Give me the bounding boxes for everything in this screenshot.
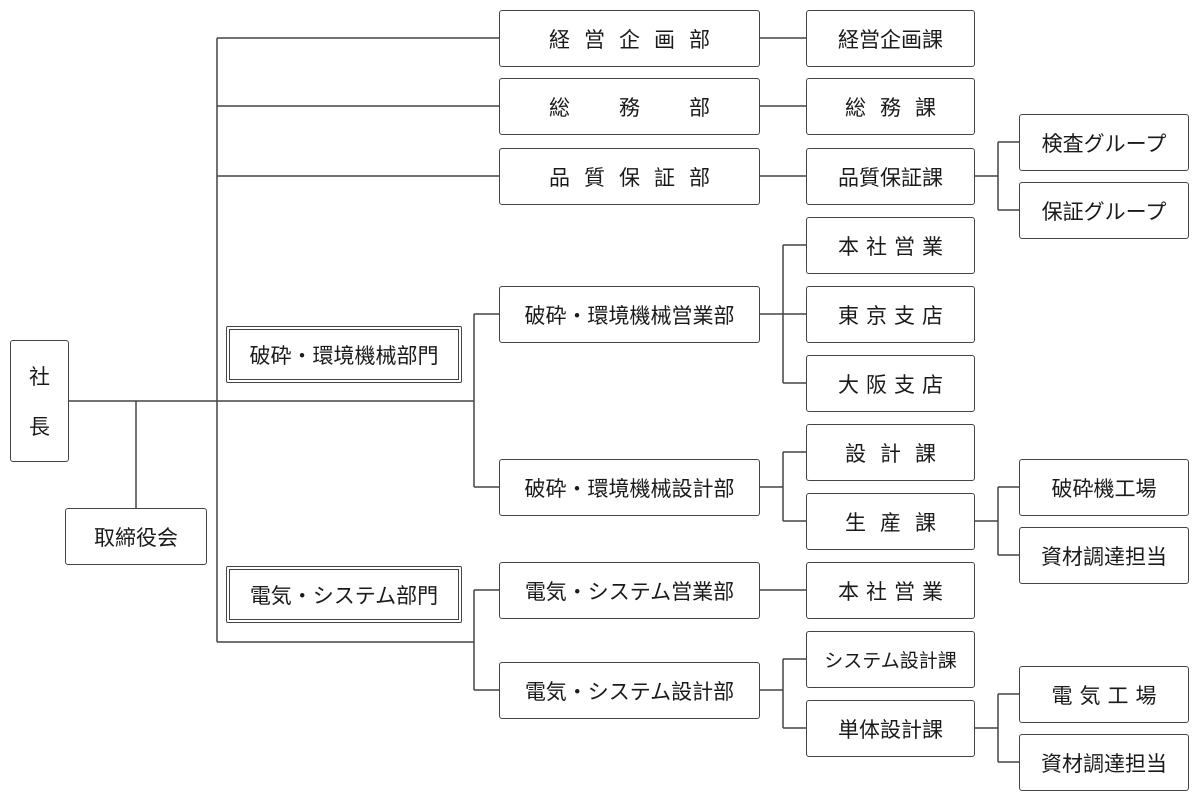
board-box: 取締役会: [65, 508, 207, 565]
dept-electric-sales-label: 電気・システム営業部: [524, 579, 735, 604]
section-system-design-label: システム設計課: [824, 650, 957, 672]
dept-electric-design: 電気・システム設計部: [499, 662, 760, 719]
group-materials-2-label: 資材調達担当: [1041, 751, 1167, 776]
president-box: 社 長: [10, 340, 69, 462]
dept-management-planning: 経営企画部: [499, 10, 760, 67]
dept-quality-assurance: 品質保証部: [499, 148, 760, 205]
section-hq-sales-2-label: 本社営業: [838, 579, 950, 604]
group-inspection-label: 検査グループ: [1041, 131, 1167, 156]
section-osaka-branch: 大阪支店: [806, 355, 975, 412]
section-production: 生産課: [806, 493, 975, 550]
dept-quality-assurance-label: 品質保証部: [549, 165, 724, 190]
section-system-design: システム設計課: [806, 631, 975, 688]
section-hq-sales-1: 本社営業: [806, 217, 975, 274]
group-electric-factory-label: 電気工場: [1051, 683, 1164, 708]
section-management-planning-label: 経営企画課: [838, 27, 943, 52]
group-materials-2: 資材調達担当: [1019, 734, 1189, 791]
dept-crushing-sales: 破砕・環境機械営業部: [499, 286, 760, 343]
group-inspection: 検査グループ: [1019, 114, 1189, 171]
section-quality-assurance-label: 品質保証課: [838, 165, 943, 190]
section-design: 設計課: [806, 424, 975, 481]
group-materials-1-label: 資材調達担当: [1041, 544, 1167, 569]
board-label: 取締役会: [94, 525, 178, 550]
section-tokyo-branch-label: 東京支店: [838, 303, 950, 328]
section-design-label: 設計課: [845, 441, 950, 466]
division-crushing: 破砕・環境機械部門: [226, 326, 462, 383]
group-crusher-factory: 破砕機工場: [1019, 459, 1189, 516]
president-label-2: 長: [29, 415, 50, 439]
section-unit-design: 単体設計課: [806, 700, 975, 757]
section-general-affairs: 総務課: [806, 78, 975, 135]
section-unit-design-label: 単体設計課: [838, 717, 943, 742]
section-quality-assurance: 品質保証課: [806, 148, 975, 205]
division-electric: 電気・システム部門: [226, 566, 462, 623]
group-warranty-label: 保証グループ: [1041, 199, 1167, 224]
dept-crushing-sales-label: 破砕・環境機械営業部: [524, 303, 735, 328]
division-electric-label: 電気・システム部門: [249, 583, 439, 608]
dept-management-planning-label: 経営企画部: [549, 27, 724, 52]
dept-general-affairs-label: 総 務 部: [549, 95, 724, 120]
section-hq-sales-1-label: 本社営業: [838, 234, 950, 259]
dept-electric-design-label: 電気・システム設計部: [524, 679, 735, 704]
section-management-planning: 経営企画課: [806, 10, 975, 67]
group-warranty: 保証グループ: [1019, 182, 1189, 239]
section-tokyo-branch: 東京支店: [806, 286, 975, 343]
section-general-affairs-label: 総務課: [845, 95, 950, 120]
group-electric-factory: 電気工場: [1019, 666, 1189, 723]
dept-crushing-design-label: 破砕・環境機械設計部: [524, 476, 735, 501]
president-label-1: 社: [29, 365, 50, 389]
group-materials-1: 資材調達担当: [1019, 527, 1189, 584]
section-osaka-branch-label: 大阪支店: [838, 372, 950, 397]
group-crusher-factory-label: 破砕機工場: [1051, 476, 1157, 501]
section-production-label: 生産課: [845, 510, 950, 535]
section-hq-sales-2: 本社営業: [806, 562, 975, 619]
division-crushing-label: 破砕・環境機械部門: [249, 343, 439, 368]
dept-crushing-design: 破砕・環境機械設計部: [499, 459, 760, 516]
dept-electric-sales: 電気・システム営業部: [499, 562, 760, 619]
dept-general-affairs: 総 務 部: [499, 78, 760, 135]
